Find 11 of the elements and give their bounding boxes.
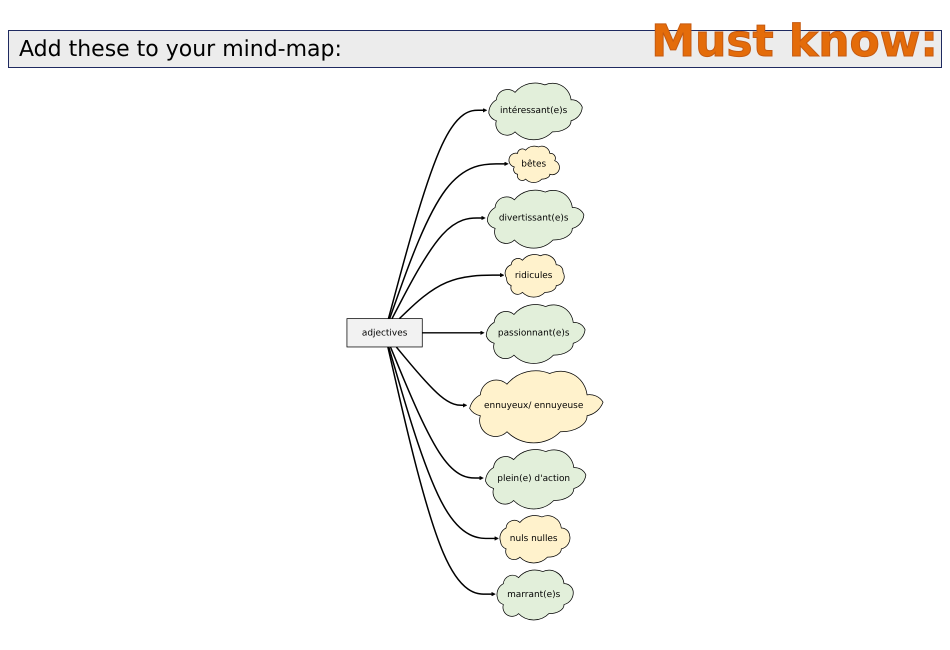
node-box: adjectives — [346, 318, 423, 347]
arrow — [388, 346, 499, 540]
arrow — [388, 161, 509, 318]
arrow — [422, 330, 484, 334]
arrow — [387, 346, 496, 596]
arrow — [391, 215, 486, 318]
arrow — [398, 272, 504, 319]
arrow — [388, 108, 488, 318]
arrow — [390, 346, 484, 480]
heading-label: Must know: — [651, 16, 938, 67]
arrow — [396, 346, 468, 407]
